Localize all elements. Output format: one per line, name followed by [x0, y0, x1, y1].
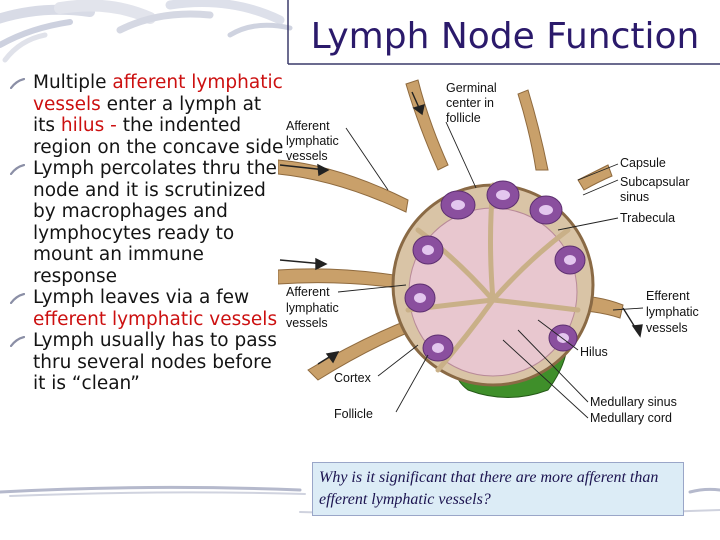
label-efferent-line3: vessels: [646, 321, 688, 335]
question-text: Why is it significant that there are mor…: [319, 469, 659, 508]
label-germinal-center-line3: follicle: [446, 111, 481, 125]
lymph-node-diagram: Germinal center in follicle Afferent lym…: [278, 79, 699, 425]
follicle-8: [548, 324, 578, 352]
bullet-item: Lymph leaves via a few efferent lymphati…: [8, 287, 288, 330]
arrow-afferent-1-head: [317, 163, 330, 177]
label-afferent-top-line2: lymphatic: [286, 134, 339, 148]
label-efferent-line2: lymphatic: [646, 305, 699, 319]
slide-title: Lymph Node Function: [310, 16, 700, 57]
follicles: [404, 180, 586, 362]
label-afferent-mid-line2: lymphatic: [286, 301, 339, 315]
label-trabecula: Trabecula: [620, 211, 675, 225]
follicle-4: [412, 235, 444, 265]
label-afferent-mid-line1: Afferent: [286, 285, 330, 299]
follicle-5: [554, 245, 586, 275]
question-box: Why is it significant that there are mor…: [312, 462, 684, 516]
corner-brush-strokes: [0, 0, 293, 63]
diagram-labels: Germinal center in follicle Afferent lym…: [286, 81, 699, 425]
label-subcapsular-line1: Subcapsular: [620, 175, 690, 189]
label-subcapsular-line2: sinus: [620, 190, 649, 204]
label-efferent-line1: Efferent: [646, 289, 690, 303]
label-afferent-top-line1: Afferent: [286, 119, 330, 133]
arrow-afferent-3-head: [315, 257, 328, 271]
bullet-text: Multiple: [33, 72, 113, 93]
bullet-marker-icon: [10, 336, 25, 347]
label-hilus: Hilus: [580, 345, 608, 359]
label-afferent-mid-line3: vessels: [286, 316, 328, 330]
bullet-marker-icon: [10, 293, 25, 304]
follicle-3: [529, 195, 563, 225]
arrow-afferent-4-head: [325, 351, 340, 364]
bullet-text: Lymph usually has to pass thru several n…: [33, 330, 277, 394]
bullet-text: enter a lymph at its: [33, 93, 262, 137]
label-capsule: Capsule: [620, 156, 666, 170]
highlighted-term: efferent lymphatic vessels: [33, 308, 278, 330]
bullet-text: the indented region on the concave side: [33, 115, 284, 158]
follicle-2: [486, 180, 520, 210]
afferent-vessel-top-right: [517, 89, 549, 171]
label-germinal-center-line1: Germinal: [446, 81, 497, 95]
bullet-text: Lymph leaves via a few: [33, 287, 250, 308]
bullet-item: Lymph usually has to pass thru several n…: [8, 330, 288, 395]
afferent-vessel-right: [577, 164, 613, 191]
arrow-afferent-2-head: [412, 103, 425, 116]
label-follicle: Follicle: [334, 407, 373, 421]
bullet-item: Lymph percolates thru the node and it is…: [8, 158, 288, 287]
label-cortex: Cortex: [334, 371, 372, 385]
flow-arrows: [279, 91, 643, 365]
arrow-efferent-head: [631, 324, 643, 338]
highlighted-term: afferent lymphatic vessels: [33, 72, 283, 115]
label-afferent-top-line3: vessels: [286, 149, 328, 163]
highlighted-term: hilus -: [60, 115, 123, 136]
follicle-6: [404, 283, 436, 313]
leader-lines: [337, 121, 644, 419]
bullet-item: Multiple afferent lymphatic vessels ente…: [8, 72, 288, 158]
bullet-list: Multiple afferent lymphatic vessels ente…: [8, 72, 288, 395]
label-germinal-center-line2: center in: [446, 96, 494, 110]
follicle-1: [440, 190, 476, 220]
follicle-7: [422, 334, 454, 362]
afferent-vessel-top-left: [278, 159, 409, 213]
label-medullary-cord: Medullary cord: [590, 411, 672, 425]
label-medullary-sinus: Medullary sinus: [590, 395, 677, 409]
bullet-marker-icon: [10, 164, 25, 175]
bullet-marker-icon: [10, 78, 25, 89]
bullet-text: Lymph percolates thru the node and it is…: [33, 158, 277, 287]
